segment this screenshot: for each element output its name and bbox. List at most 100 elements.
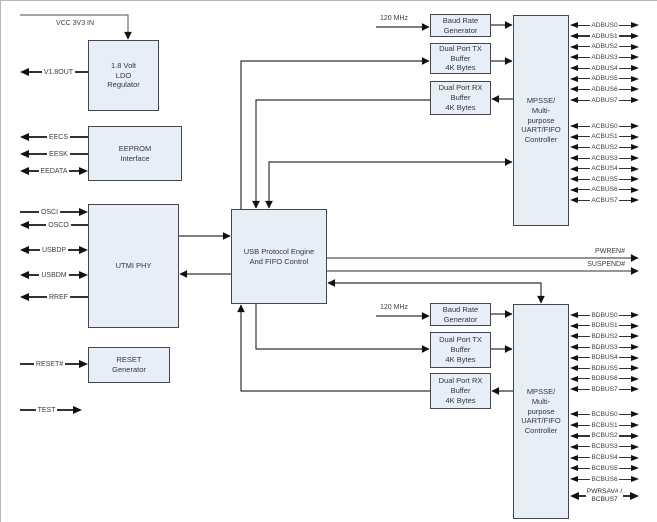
wire (29, 170, 39, 172)
arrow-left-icon (570, 155, 578, 162)
wire (618, 136, 632, 138)
arrow-right-icon (631, 375, 640, 382)
bus-row: ADBUS7 (570, 95, 640, 106)
bus-row: BDBUS3 (570, 342, 640, 353)
pin-reset: RESET# (20, 358, 89, 370)
baud-rate-generator-a-label: Baud Rate Generator (442, 15, 479, 35)
pin-label: EESK (49, 150, 68, 158)
pin-osci: OSCI (20, 206, 88, 218)
tx-buffer-b-box: Dual Port TX Buffer 4K Bytes (430, 332, 491, 368)
wire (618, 67, 632, 69)
wire (618, 388, 632, 390)
arrow-right-icon (631, 155, 640, 162)
arrow-left-icon (20, 167, 29, 175)
wire (29, 296, 47, 298)
wire-engine-mpsse-a (265, 158, 513, 209)
wire (578, 189, 591, 191)
arrow-left-icon (570, 476, 578, 483)
arrow-left-icon (570, 65, 578, 72)
arrow-left-icon (20, 246, 29, 254)
wire (578, 478, 591, 480)
bus-label: BCBUS1 (591, 421, 618, 429)
wire-engine-mpsse-b (327, 279, 545, 304)
bus-label: BDBUS7 (591, 385, 618, 393)
wire (618, 157, 632, 159)
wire (29, 249, 40, 251)
bus-label: BCBUS5 (591, 464, 618, 472)
bus-row: BDBUS1 (570, 321, 640, 332)
wire-engine-to-txbuf-a (240, 57, 430, 209)
wire (578, 457, 591, 459)
bus-label: ADBUS1 (591, 32, 618, 40)
arrow-right-icon (631, 165, 640, 172)
bus-row: ACBUS0 (570, 121, 640, 132)
arrow-left-icon (20, 133, 29, 141)
arrow-right-icon (631, 54, 640, 61)
wire (578, 346, 591, 348)
bus-label: ADBUS4 (591, 64, 618, 72)
pin-eedata: EEDATA (20, 165, 88, 177)
bus-label: ACBUS2 (591, 143, 618, 151)
wire (578, 467, 591, 469)
wire (29, 274, 40, 276)
wire (618, 146, 632, 149)
baud-rate-generator-a-box: Baud Rate Generator (430, 14, 491, 37)
arrow-right-icon (631, 43, 640, 50)
wire (68, 249, 79, 251)
bus-row: ACBUS3 (570, 153, 640, 164)
wire (68, 274, 79, 276)
wire (618, 435, 632, 437)
rx-buffer-b-box: Dual Port RX Buffer 4K Bytes (430, 373, 491, 409)
arrow-left-icon (570, 322, 578, 329)
bus-label: ACBUS7 (591, 196, 618, 204)
vcc-label: VCC 3V3 IN (55, 20, 95, 27)
arrow-right-icon (631, 432, 640, 439)
arrow-right-icon (631, 22, 640, 29)
bus-row: BDBUS2 (570, 331, 640, 342)
wire (579, 495, 586, 497)
pin-label: USBDM (41, 271, 67, 279)
wire (618, 325, 632, 327)
wire (578, 413, 591, 415)
arrow-left-icon (570, 422, 578, 429)
wire (578, 99, 591, 101)
pin-label: OSCO (48, 221, 69, 229)
arrow-right-icon (631, 422, 640, 429)
mpsse-controller-b-label: MPSSE/ Multi- purpose UART/FIFO Controll… (521, 386, 561, 436)
wire (618, 413, 632, 415)
arrow-right-icon (79, 208, 88, 216)
wire (618, 178, 632, 180)
bus-row: ACBUS2 (570, 142, 640, 153)
arrow-right-icon (631, 465, 640, 472)
arrow-left-icon (20, 150, 29, 158)
bus-label: ACBUS3 (591, 154, 618, 162)
wire (20, 211, 39, 213)
arrow-left-icon (570, 312, 578, 319)
wire (618, 35, 632, 37)
arrow-right-icon (631, 322, 640, 329)
bus-label: BCBUS6 (591, 475, 618, 483)
arrow-right-icon (631, 344, 640, 351)
bus-label: BCBUS0 (591, 410, 618, 418)
bus-label: ADBUS5 (591, 75, 618, 83)
wire (623, 495, 631, 497)
wire (70, 296, 88, 298)
arrow-right-icon (631, 133, 640, 140)
wire (618, 99, 632, 101)
bus-label: ACBUS1 (591, 133, 618, 141)
wire (578, 446, 591, 448)
wire-rxbuf-a-to-engine (252, 99, 430, 209)
wire (618, 378, 632, 380)
bus-row: ADBUS4 (570, 63, 640, 74)
bus-label: ACBUS4 (591, 165, 618, 173)
usb-protocol-engine-box: USB Protocol Engine And FIFO Control (231, 209, 327, 304)
pin-eesk: EESK (20, 148, 88, 160)
wire (578, 357, 591, 359)
arrow-right-icon (79, 246, 88, 254)
utmi-phy-label: UTMI PHY (115, 261, 152, 271)
wire (618, 24, 632, 26)
wire (578, 146, 591, 149)
usb-protocol-engine-label: USB Protocol Engine And FIFO Control (243, 246, 315, 266)
120mhz-a-label: 120 MHz (379, 15, 408, 22)
